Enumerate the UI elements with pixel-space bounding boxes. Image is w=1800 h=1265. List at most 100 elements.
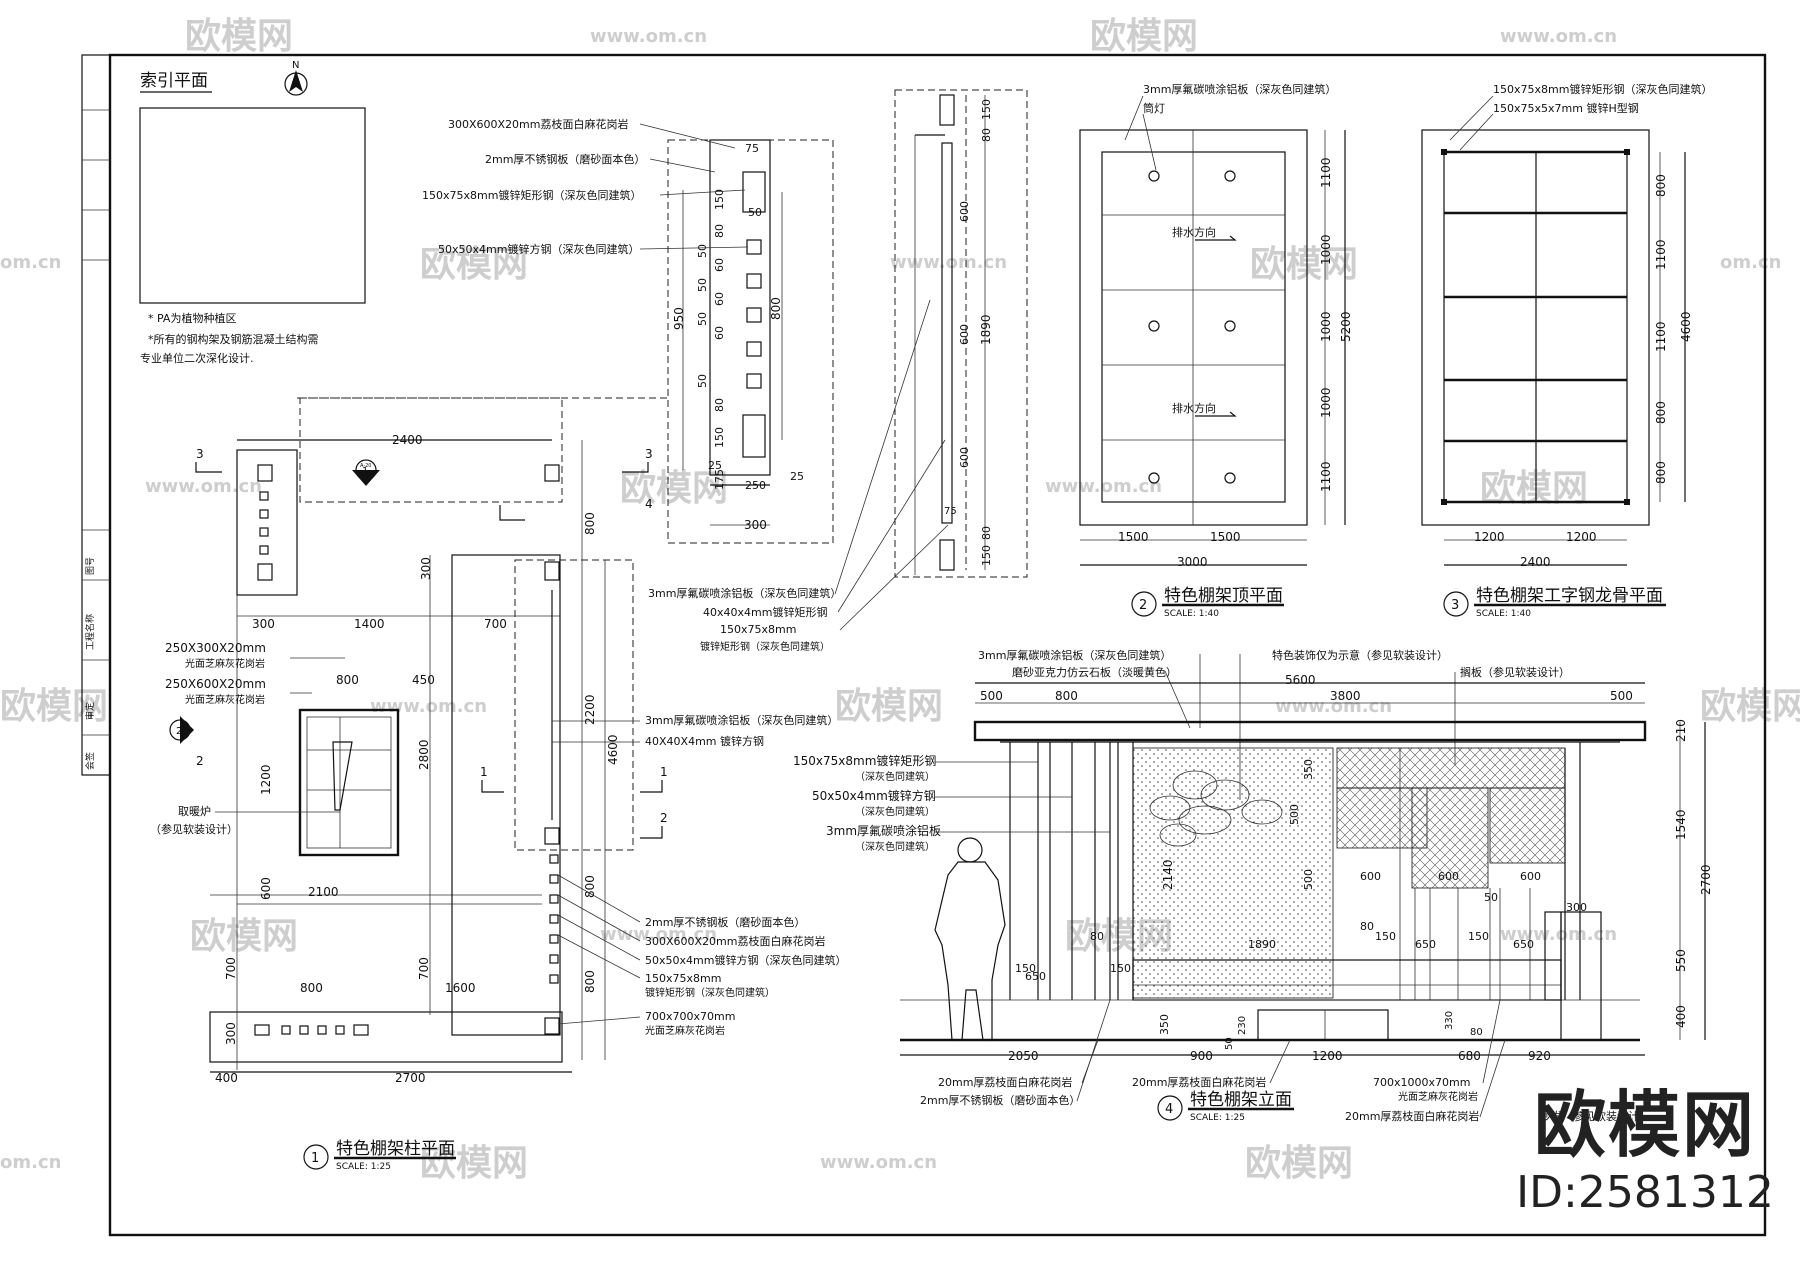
- dim-label: 1100: [1654, 321, 1668, 352]
- view-scale: SCALE: 1:25: [336, 1162, 391, 1172]
- dim-label: 500: [1302, 869, 1315, 890]
- dim-label: 3000: [1177, 555, 1208, 569]
- material-label: 光面芝麻灰花岗岩: [1398, 1090, 1478, 1103]
- dim-label: 1000: [1319, 387, 1333, 418]
- material-label: 筒灯: [1143, 101, 1165, 115]
- brand-badge: 欧模网 ID:2581312: [1510, 1085, 1780, 1221]
- dim-label: 25: [708, 459, 722, 472]
- material-label: 300X600X20mm荔枝面白麻花岗岩: [448, 117, 629, 131]
- dim-label: 75: [944, 506, 957, 517]
- dim-label: 4600: [606, 734, 620, 765]
- column-detail: 300X600X20mm荔枝面白麻花岗岩 2mm厚不锈钢板（磨砂面本色） 150…: [422, 89, 1028, 653]
- downlight-icon: [1148, 472, 1160, 484]
- dim-label: 80: [713, 224, 726, 238]
- dim-label: 230: [1237, 1016, 1248, 1035]
- material-label: 沙发（参见软装设计）: [1540, 1109, 1650, 1123]
- dim-label: 300: [1566, 901, 1587, 914]
- material-label: 150x75x5x7mm 镀锌H型钢: [1493, 101, 1639, 115]
- material-label: 光面芝麻灰花岗岩: [185, 693, 265, 706]
- section-mark: 2: [660, 811, 668, 825]
- material-label: 150x75x8mm: [720, 623, 796, 636]
- dim-label: 800: [300, 981, 323, 995]
- column-block: [236, 449, 298, 596]
- dim-label: 1400: [354, 617, 385, 631]
- watermark-short: om.cn: [0, 1152, 61, 1173]
- north-arrow-icon: N: [284, 60, 308, 96]
- section-mark: 2: [196, 754, 204, 768]
- dim-label: 1500: [1118, 530, 1149, 544]
- north-label: N: [292, 60, 299, 71]
- downlight-icon: [1224, 170, 1236, 182]
- view4-elevation: 3mm厚氟碳喷涂铝板（深灰色同建筑） 磨砂亚克力仿云石板（淡暖黄色） 特色装饰仅…: [793, 648, 1713, 1123]
- watermark-url: www.om.cn: [370, 696, 487, 717]
- dim-label: 1600: [445, 981, 476, 995]
- column-section: [709, 139, 771, 476]
- title-strip: [81, 54, 111, 776]
- watermark-brand: 欧模网: [420, 1143, 528, 1184]
- dim-label: 2400: [392, 433, 423, 447]
- material-label: 250X600X20mm: [165, 677, 266, 691]
- dim-label: 2700: [395, 1071, 426, 1085]
- index-plan: 索引平面 N * PA为植物种植区 *所有的钢构架及钢筋混凝土结构需 专业单位二…: [139, 60, 366, 365]
- material-label: 700x700x70mm: [645, 1010, 735, 1023]
- callout-number: 1: [362, 466, 368, 477]
- section-mark: 1: [660, 765, 668, 779]
- dim-label: 80: [713, 398, 726, 412]
- material-label: （深灰色同建筑）: [855, 805, 935, 818]
- dim-label: 1000: [1319, 311, 1333, 342]
- dim-label: 150: [1110, 962, 1131, 975]
- dim-label: 150: [1375, 930, 1396, 943]
- dim-label: 500: [1610, 689, 1633, 703]
- material-label: 3mm厚氟碳喷涂铝板（深灰色同建筑）: [978, 648, 1171, 662]
- watermark-short: om.cn: [1720, 252, 1781, 273]
- sheet-border: [108, 53, 1767, 1237]
- dim-label: 60: [713, 258, 726, 272]
- dim-label: 950: [672, 307, 686, 330]
- dim-label: 600: [958, 324, 971, 345]
- section-mark: 3: [645, 447, 653, 461]
- person-figure: [934, 837, 1006, 1041]
- view-number: 4: [1165, 1102, 1173, 1117]
- dim-label: 800: [583, 970, 597, 993]
- watermark-brand: 欧模网: [1700, 686, 1800, 727]
- material-label: 光面芝麻灰花岗岩: [645, 1024, 725, 1037]
- dim-label: 400: [1674, 1005, 1688, 1028]
- watermark-brand: 欧模网: [835, 686, 943, 727]
- drain-label: 排水方向: [1172, 225, 1216, 239]
- index-note: *所有的钢构架及钢筋混凝土结构需: [148, 332, 319, 346]
- dim-label: 800: [336, 673, 359, 687]
- dim-label: 920: [1528, 1049, 1551, 1063]
- dim-label: 250: [745, 479, 766, 492]
- material-label: 光面芝麻灰花岗岩: [185, 657, 265, 670]
- watermark-url: www.om.cn: [1045, 476, 1162, 497]
- watermark-url: www.om.cn: [890, 252, 1007, 273]
- dim-label: 175: [713, 469, 726, 490]
- watermark-brand: 欧模网: [1245, 1143, 1353, 1184]
- index-plan-frame: [139, 107, 366, 304]
- material-label: 2mm厚不锈钢板（磨砂面本色）: [920, 1093, 1080, 1107]
- dim-label: 1100: [1654, 239, 1668, 270]
- view-scale: SCALE: 1:25: [1190, 1113, 1245, 1123]
- watermark-url: www.om.cn: [600, 924, 717, 945]
- dim-label: 600: [259, 877, 273, 900]
- material-label: 镀锌矩形钢（深灰色同建筑）: [700, 640, 830, 653]
- dim-label: 600: [1438, 870, 1459, 883]
- view-title-3: 3 特色棚架工字钢龙骨平面 SCALE: 1:40: [1443, 586, 1666, 619]
- dim-label: 300: [744, 518, 767, 532]
- view-number: 3: [1451, 598, 1459, 613]
- view-title-1: 1 特色棚架柱平面 SCALE: 1:25: [303, 1139, 456, 1172]
- view2-roof-plan: 3mm厚氟碳喷涂铝板（深灰色同建筑） 筒灯 排水方向 排水方向 1500 150…: [1079, 82, 1353, 619]
- dim-label: 300: [224, 1022, 238, 1045]
- dim-label: 800: [1654, 174, 1668, 197]
- dim-label: 700: [417, 957, 431, 980]
- dim-label: 300: [419, 557, 433, 580]
- downlight-icon: [1224, 320, 1236, 332]
- material-label: 50x50x4mm镀锌方钢（深灰色同建筑）: [645, 953, 846, 967]
- watermark-brand: 欧模网: [420, 244, 528, 285]
- dim-label: 800: [1654, 401, 1668, 424]
- decorative-wall: [1132, 747, 1334, 999]
- dim-label: 800: [1654, 461, 1668, 484]
- dim-label: 1890: [979, 314, 993, 345]
- index-plan-title: 索引平面: [140, 71, 208, 91]
